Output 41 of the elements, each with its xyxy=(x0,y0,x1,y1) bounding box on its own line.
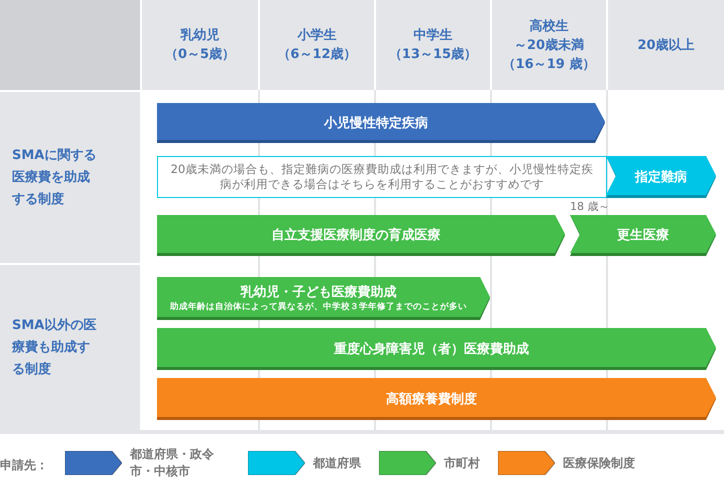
row-header-cell xyxy=(0,265,140,430)
program-bar xyxy=(157,215,565,256)
column-header: 中学生 xyxy=(414,27,452,45)
program-bar xyxy=(157,103,605,143)
bar-label: 自立支援医療制度の育成医療 xyxy=(272,227,440,244)
row-header: SMAに関する医療費を助成する制度 xyxy=(12,146,98,208)
bar-label: 乳幼児・子ども医療費助成 xyxy=(240,284,396,301)
legend-label: 都道府県・政令市・中核市 xyxy=(130,446,215,480)
legend-label: 医療保険制度 xyxy=(563,454,635,472)
column-header: （0～5歳） xyxy=(164,46,236,64)
column-header: 小学生 xyxy=(298,27,336,45)
header-cell xyxy=(492,0,606,90)
header-cell xyxy=(260,0,374,90)
header-cell xyxy=(608,0,724,90)
header-cell xyxy=(376,0,490,90)
column-header: 20歳以上 xyxy=(637,36,695,54)
legend-title: 申請先： xyxy=(0,457,48,474)
note-text: 20歳未満の場合も、指定難病の医療費助成は利用できますが、小児慢性特定疾病が利用できる場合はそちらを利用することがおすすめです xyxy=(170,162,594,192)
bar-label: 指定難病 xyxy=(635,168,687,186)
row-header: SMA以外の医療費も助成する制度 xyxy=(12,316,98,378)
program-bar xyxy=(606,156,716,198)
row-header-cell xyxy=(0,92,140,263)
age-note: 18 歳～ xyxy=(570,199,610,215)
program-bar xyxy=(157,277,490,320)
note-box xyxy=(157,156,607,198)
bar-label: 重度心身障害児（者）医療費助成 xyxy=(334,340,529,358)
column-header: ～20歳未満 xyxy=(514,36,584,54)
program-bar xyxy=(157,378,716,420)
column-header: （6～12歳） xyxy=(277,46,357,64)
column-header: （13～15歳） xyxy=(388,46,478,64)
bar-label: 更生医療 xyxy=(617,227,669,244)
column-header: （16～19 歳） xyxy=(502,56,596,74)
bar-label: 高額療養費制度 xyxy=(386,390,477,408)
legend-label: 都道府県 xyxy=(313,454,361,472)
column-header: 高校生 xyxy=(530,18,568,36)
program-bar xyxy=(157,328,716,370)
column-header: 乳幼児 xyxy=(180,27,220,45)
bar-subtext: 助成年齢は自治体によって異なるが、中学校３学年修了までのことが多い xyxy=(170,301,467,313)
bar-label: 小児慢性特定疾病 xyxy=(324,114,428,132)
header-cell xyxy=(142,0,258,90)
legend-label: 市町村 xyxy=(444,454,480,472)
